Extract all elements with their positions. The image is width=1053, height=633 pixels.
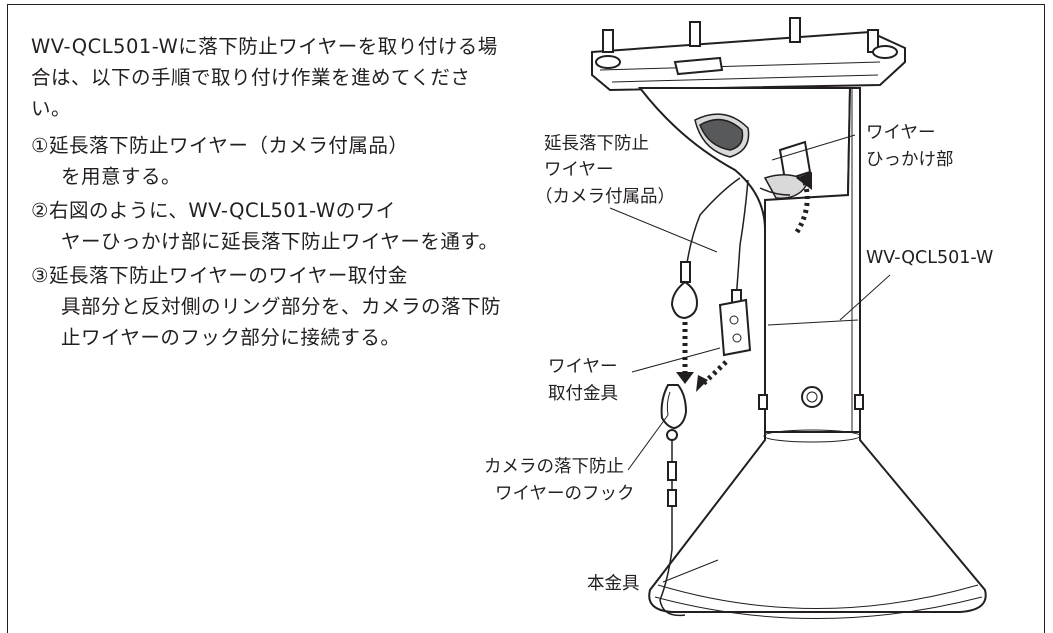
flared-base	[648, 429, 987, 619]
leader-wire-hook	[771, 134, 856, 161]
extension-wire	[670, 177, 791, 357]
label-wire-fitting-1: ワイヤー	[548, 357, 617, 377]
leader-camera-hook	[627, 414, 669, 471]
label-model: WV-QCL501-W	[866, 248, 993, 268]
camera-hook	[659, 384, 688, 617]
step-text-cont: 具部分と反対側のリング部分を、カメラの落下防止ワイヤーのフック部分に接続する。	[61, 295, 502, 349]
label-extension-wire-3: （カメラ付属品）	[535, 187, 675, 207]
step-2: ②右図のように、WV-QCL501-Wのワイ ヤーひっかけ部に延長落下防止ワイヤ…	[31, 195, 506, 257]
label-camera-hook-2: ワイヤーのフック	[495, 484, 634, 504]
step-marker: ②	[31, 199, 49, 222]
label-extension-wire-2: ワイヤー	[544, 160, 613, 180]
mount-plate	[591, 17, 906, 92]
label-extension-wire-1: 延長落下防止	[544, 134, 649, 154]
label-wire-fitting-2: 取付金具	[548, 384, 618, 404]
label-main-fitting: 本金具	[587, 574, 640, 594]
wire-hook-part	[763, 140, 812, 199]
content-frame	[7, 4, 1045, 633]
intro-paragraph: WV-QCL501-Wに落下防止ワイヤーを取り付ける場合は、以下の手順で取り付け…	[31, 35, 498, 120]
label-camera-hook-1: カメラの落下防止	[484, 457, 624, 477]
step-list: ①延長落下防止ワイヤー（カメラ付属品） を用意する。 ②右図のように、WV-QC…	[31, 130, 506, 356]
leader-main-fitting	[662, 559, 719, 583]
dotted-arrows	[676, 172, 812, 392]
step-text: 延長落下防止ワイヤー（カメラ付属品）	[48, 134, 409, 157]
step-text: 延長落下防止ワイヤーのワイヤー取付金	[48, 264, 408, 287]
step-text: 右図のように、WV-QCL501-Wのワイ	[48, 199, 396, 222]
step-text-cont: ヤーひっかけ部に延長落下防止ワイヤーを通す。	[61, 230, 499, 253]
label-wire-hook-1: ワイヤー	[866, 123, 935, 143]
leader-model	[839, 274, 891, 321]
step-marker: ①	[31, 134, 49, 157]
step-1: ①延長落下防止ワイヤー（カメラ付属品） を用意する。	[31, 130, 506, 192]
label-wire-hook-2: ひっかけ部	[866, 150, 954, 170]
step-marker: ③	[31, 264, 49, 287]
step-text-cont: を用意する。	[61, 165, 182, 188]
step-3: ③延長落下防止ワイヤーのワイヤー取付金 具部分と反対側のリング部分を、カメラの落…	[31, 260, 506, 353]
leader-wire-fitting	[631, 347, 721, 373]
leader-extension-wire	[609, 207, 718, 253]
